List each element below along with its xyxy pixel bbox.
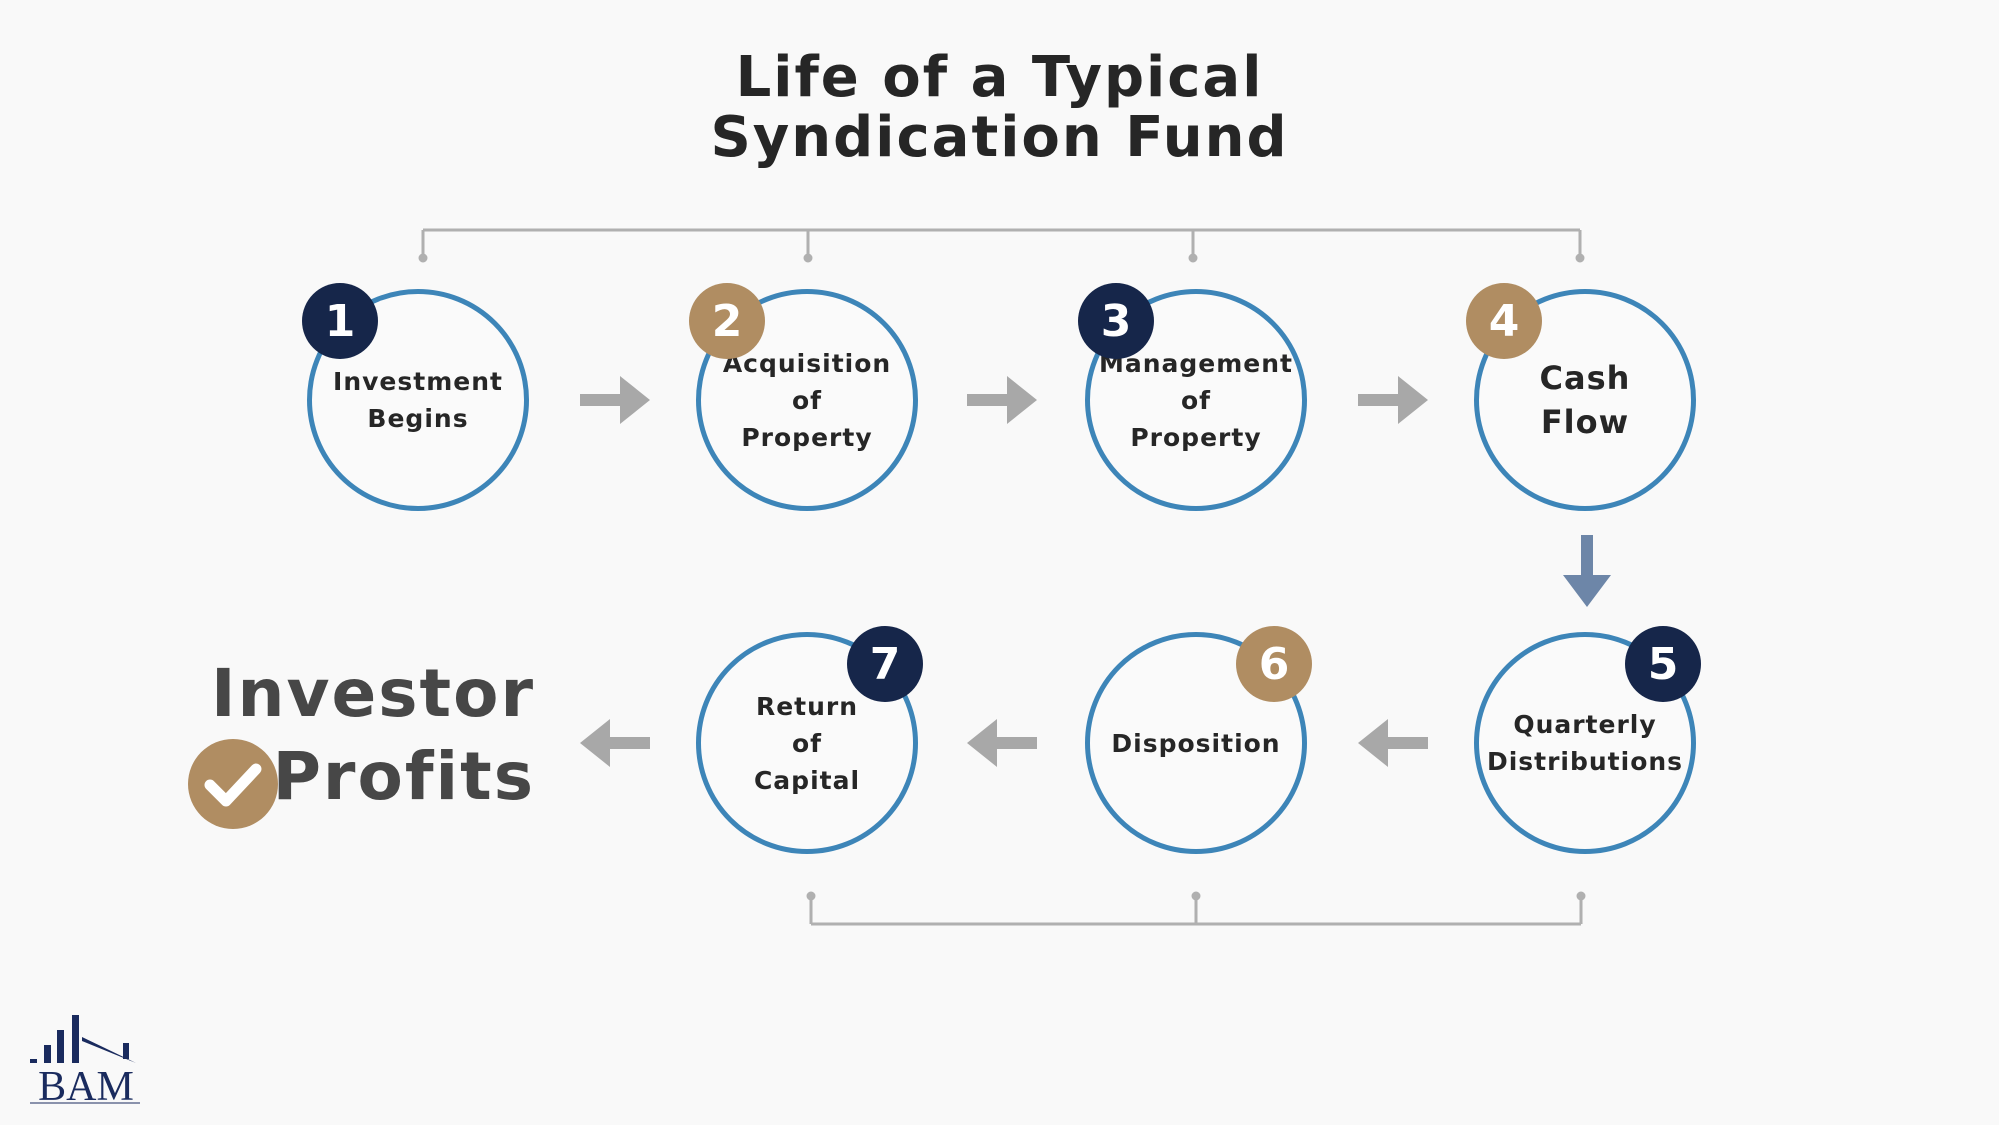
step-2-circle: Acquisition of Property	[696, 289, 918, 511]
check-circle-icon	[188, 739, 278, 829]
arrow-left-icon	[580, 719, 650, 767]
step-5-badge: 5	[1625, 626, 1701, 702]
step-4-badge: 4	[1466, 283, 1542, 359]
arrow-down-icon	[1563, 535, 1611, 607]
arrow-left-icon	[1358, 719, 1428, 767]
step-1-badge: 1	[302, 283, 378, 359]
step-7-badge: 7	[847, 626, 923, 702]
outcome-line2: Profits	[272, 738, 535, 815]
arrow-right-icon	[580, 376, 650, 424]
top-bracket	[418, 228, 1585, 263]
step-1-circle: Investment Begins	[307, 289, 529, 511]
diagram-title: Life of a Typical Syndication Fund	[710, 45, 1289, 170]
outcome-line1: Investor	[210, 655, 535, 732]
bottom-bracket	[806, 891, 1586, 926]
arrow-right-icon	[967, 376, 1037, 424]
step-2-badge: 2	[689, 283, 765, 359]
step-3-badge: 3	[1078, 283, 1154, 359]
arrow-right-icon	[1358, 376, 1428, 424]
step-6-badge: 6	[1236, 626, 1312, 702]
arrow-left-icon	[967, 719, 1037, 767]
svg-text:BAM: BAM	[38, 1064, 134, 1105]
bam-capital-logo: BAM	[26, 1005, 146, 1110]
